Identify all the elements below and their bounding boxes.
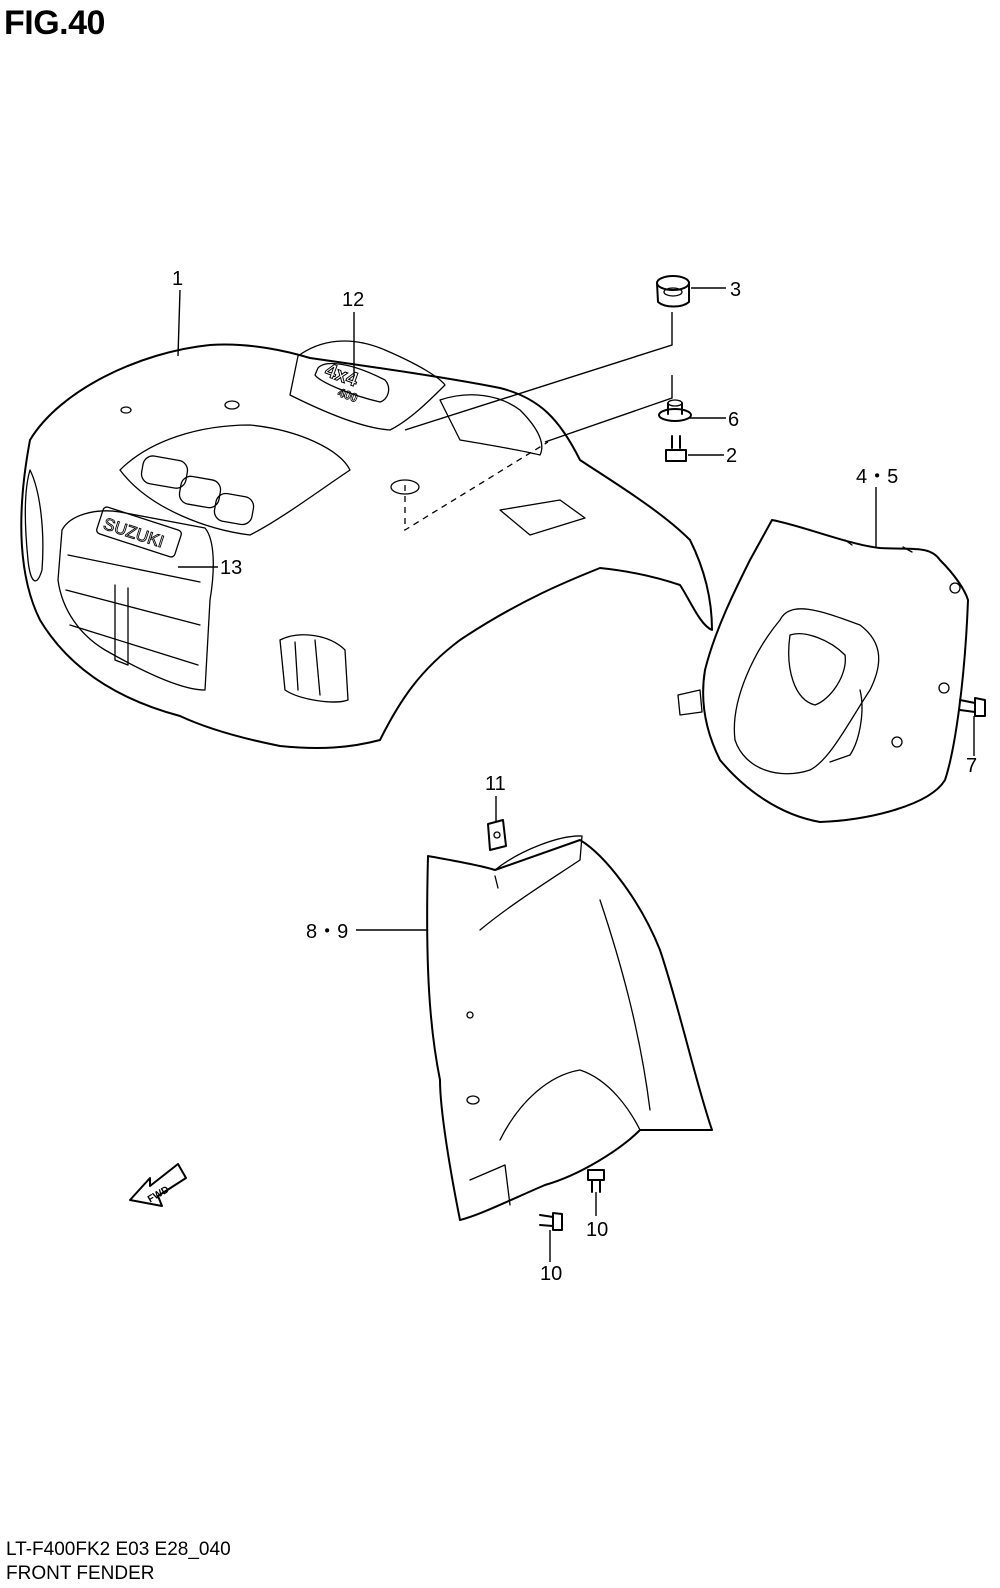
callout-6: 6 — [728, 409, 739, 431]
callout-10-lower: 10 — [540, 1263, 562, 1285]
screw-10-lower — [539, 1212, 563, 1231]
screw-7 — [959, 697, 986, 717]
forward-direction-text: FWD — [146, 1184, 171, 1205]
4x4-badge: 4x4 400 — [314, 359, 390, 406]
clip-nut — [487, 819, 507, 851]
callout-numbers: 1 12 3 6 2 4・5 13 7 11 8・9 10 10 — [172, 268, 977, 1285]
front-fender-body: SUZUKI 4x4 400 — [20, 340, 713, 749]
callout-13: 13 — [220, 557, 242, 579]
callout-3: 3 — [730, 279, 741, 301]
side-mud-guard — [677, 519, 969, 823]
figure-title: FIG.40 — [4, 4, 105, 42]
collar — [658, 399, 692, 422]
400-badge-text: 400 — [336, 385, 360, 405]
callout-7: 7 — [966, 755, 977, 777]
inner-mud-guard — [426, 835, 713, 1221]
bolt — [665, 435, 687, 462]
callout-4-5: 4・5 — [856, 466, 898, 488]
model-code: LT-F400FK2 E03 E28_040 — [6, 1539, 231, 1560]
callout-2: 2 — [726, 445, 737, 467]
leader-lines — [177, 287, 975, 1262]
forward-direction-arrow: FWD — [129, 1163, 187, 1207]
grommet-leader-line — [404, 312, 673, 431]
section-name: FRONT FENDER — [6, 1563, 155, 1584]
callout-10-upper: 10 — [586, 1219, 608, 1241]
grommet — [656, 275, 690, 308]
mount-reference-line — [404, 441, 549, 532]
callout-12: 12 — [342, 289, 364, 311]
screw-10-upper — [587, 1169, 605, 1193]
suzuki-emblem: SUZUKI — [96, 506, 182, 558]
callout-11: 11 — [485, 773, 506, 795]
callout-1: 1 — [172, 268, 183, 290]
suzuki-emblem-text: SUZUKI — [101, 514, 166, 551]
callout-8-9: 8・9 — [306, 921, 348, 943]
